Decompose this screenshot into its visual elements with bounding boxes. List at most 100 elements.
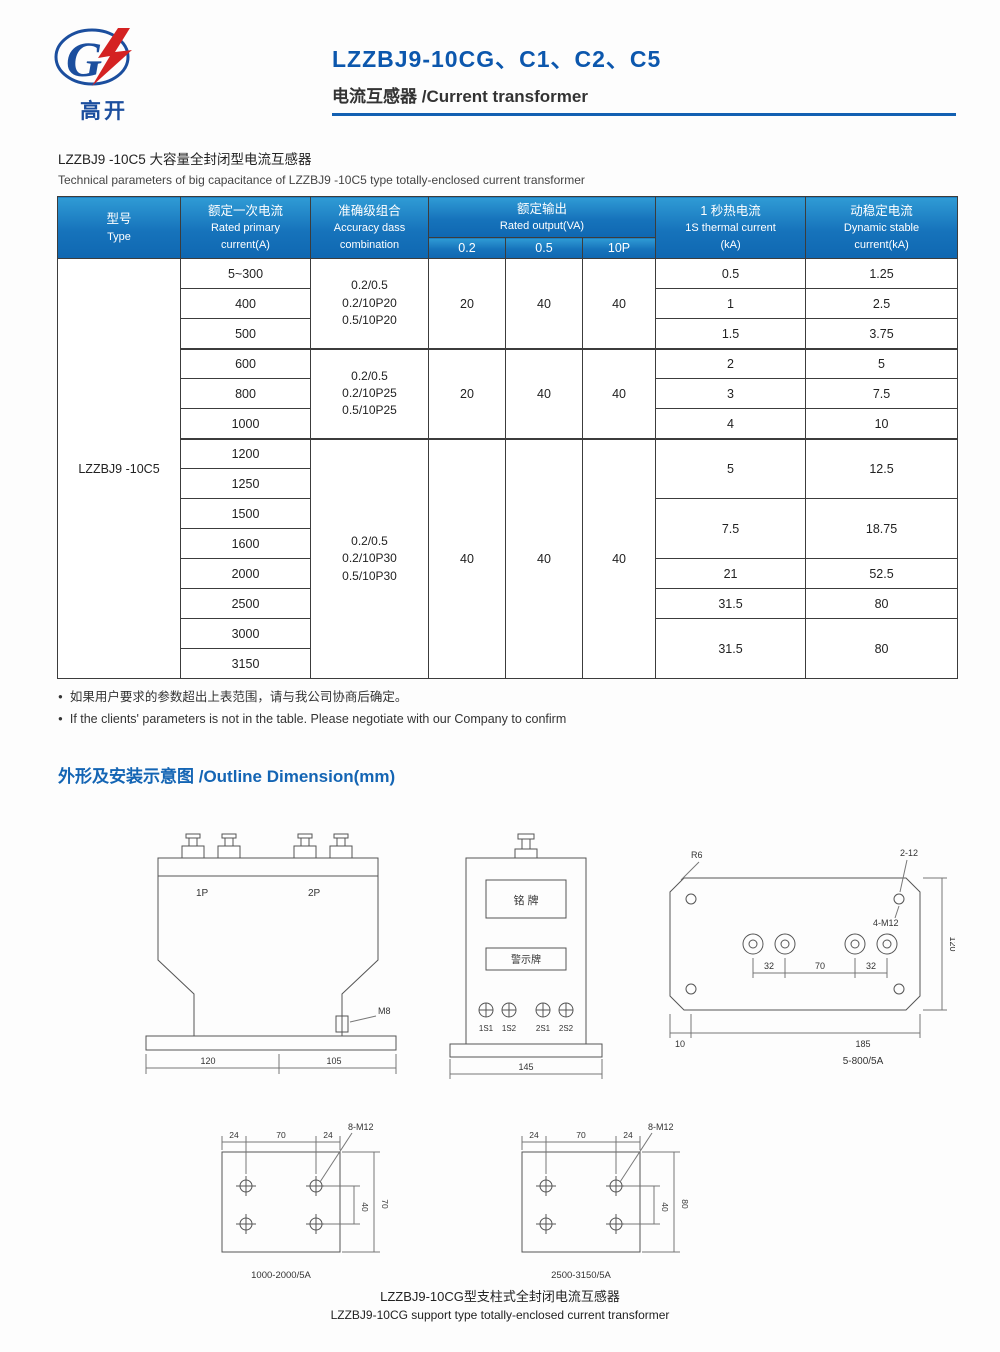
- cell-thermal: 1.5: [655, 318, 807, 350]
- dim-label-105: 105: [326, 1056, 341, 1066]
- logo-lightning-icon: [92, 28, 132, 86]
- dim-label-70v: 70: [380, 1199, 390, 1209]
- page-header: G 高开 LZZBJ9-10CG、C1、C2、C5 电流互感器 /Current…: [48, 26, 956, 136]
- dim-label-32a: 32: [764, 961, 774, 971]
- drawing-caption-cn: LZZBJ9-10CG型支柱式全封闭电流互感器: [380, 1289, 620, 1304]
- cell-accuracy-group1: 0.2/0.5 0.2/10P20 0.5/10P20: [310, 258, 429, 350]
- cell-current: 1600: [180, 528, 311, 560]
- page-subtitle: 电流互感器 /Current transformer: [332, 87, 588, 106]
- secondary-terminals: [478, 1002, 574, 1018]
- cell-current: 2000: [180, 558, 311, 590]
- logo-ellipse: [54, 28, 130, 86]
- cell-output-10p: 40: [581, 347, 657, 440]
- logo-company-name: 高开: [80, 100, 128, 123]
- cell-output-02: 40: [428, 437, 506, 680]
- top-dimension-lines: [521, 1136, 641, 1174]
- terminal-label-2s1: 2S1: [536, 1024, 551, 1033]
- hole-4-m12-leader: [894, 905, 900, 919]
- mounting-pattern-1-drawing: 24 70 24 8-M12 40 70 1000-2000/5A: [221, 1122, 390, 1281]
- col-header-primary-current: 额定一次电流 Rated primary current(A): [180, 195, 311, 260]
- outline-drawings: 1P 2P M8 120 105: [50, 800, 955, 1340]
- cell-current: 800: [180, 378, 311, 410]
- title-block: LZZBJ9-10CG、C1、C2、C5 电流互感器 /Current tran…: [332, 40, 956, 116]
- right-dimension-lines: [624, 1151, 680, 1253]
- dim-label-40: 40: [360, 1202, 370, 1212]
- acc-line: 0.5/10P30: [342, 568, 397, 583]
- plate-outline: [521, 1151, 641, 1253]
- cell-dynamic: 12.5: [805, 437, 959, 500]
- col-header-type: 型号 Type: [57, 195, 181, 260]
- hole-2-12-label: 2-12: [900, 848, 918, 858]
- intro-block: LZZBJ9 -10C5 大容量全封闭型电流互感器 Technical para…: [58, 148, 956, 187]
- cell-output-10p: 40: [581, 437, 657, 680]
- terminal-label-1p: 1P: [196, 888, 209, 899]
- hdr-text: 1 秒热电流: [700, 204, 761, 219]
- dim-label-24b: 24: [623, 1130, 633, 1140]
- hdr-text: 额定一次电流: [207, 204, 283, 219]
- terminal-label-2s2: 2S2: [559, 1024, 574, 1033]
- cell-dynamic: 52.5: [805, 558, 959, 590]
- company-logo: G 高开: [52, 26, 172, 125]
- acc-line: 0.2/10P30: [342, 551, 397, 566]
- terminal-label-1s1: 1S1: [479, 1024, 494, 1033]
- cell-thermal: 2: [655, 347, 807, 380]
- cell-current: 3000: [180, 618, 311, 650]
- col-header-rated-output: 额定输出 Rated output(VA): [427, 196, 657, 238]
- mount2-caption: 2500-3150/5A: [551, 1270, 611, 1281]
- cell-dynamic: 80: [805, 588, 959, 620]
- cell-output-05: 40: [505, 437, 583, 680]
- cell-accuracy-group2: 0.2/0.5 0.2/10P25 0.5/10P25: [310, 347, 429, 440]
- hdr-text: 额定输出: [517, 201, 568, 216]
- dim-label-185: 185: [855, 1039, 870, 1049]
- right-dimension-lines: [923, 877, 947, 1011]
- hdr-text: Type: [107, 230, 131, 243]
- terminal-label-2p: 2P: [308, 888, 321, 899]
- mounting-holes: [236, 1176, 326, 1234]
- col-header-thermal-current: 1 秒热电流 1S thermal current (kA): [655, 195, 807, 260]
- outline-section-title: 外形及安装示意图 /Outline Dimension(mm): [58, 767, 396, 786]
- dim-label-120: 120: [200, 1056, 215, 1066]
- cell-dynamic: 1.25: [805, 258, 959, 290]
- acc-line: 0.5/10P20: [342, 313, 397, 328]
- dim-label-145: 145: [518, 1062, 533, 1072]
- mount1-caption: 1000-2000/5A: [251, 1270, 311, 1281]
- hdr-text: Dynamic stable: [843, 222, 920, 235]
- cell-thermal: 21: [655, 558, 807, 590]
- base-plate-outline: [669, 877, 921, 1011]
- cell-current: 500: [180, 318, 311, 350]
- cell-current: 2500: [180, 588, 311, 620]
- cell-thermal: 31.5: [655, 588, 807, 620]
- hdr-text: 1S thermal current: [685, 222, 776, 235]
- cell-thermal: 0.5: [655, 258, 807, 290]
- col-header-0-2: 0.2: [428, 236, 506, 260]
- m8-label: M8: [378, 1006, 391, 1016]
- parameters-table: 型号 Type 额定一次电流 Rated primary current(A) …: [57, 195, 959, 680]
- front-view-drawing: 1P 2P M8 120 105: [145, 833, 397, 1074]
- cell-thermal: 7.5: [655, 498, 807, 560]
- cell-thermal: 1: [655, 288, 807, 320]
- cell-dynamic: 18.75: [805, 498, 959, 560]
- acc-line: 0.2/10P20: [342, 295, 397, 310]
- cell-current: 1200: [180, 437, 311, 470]
- drawing-caption-en: LZZBJ9-10CG support type totally-enclose…: [330, 1308, 670, 1322]
- logo-g-letter: G: [66, 31, 102, 87]
- hdr-text: current(A): [221, 238, 270, 251]
- cell-current: 1000: [180, 408, 311, 440]
- hole-2-12-leader: [899, 859, 908, 893]
- dim-label-70: 70: [576, 1130, 586, 1140]
- center-dimension-lines: [752, 958, 888, 978]
- dim-label-40: 40: [660, 1202, 670, 1212]
- body-outline: [145, 857, 397, 1051]
- hdr-text: Rated primary: [210, 222, 281, 235]
- cell-dynamic: 7.5: [805, 378, 959, 410]
- cell-thermal: 5: [655, 437, 807, 500]
- cell-current: 600: [180, 347, 311, 380]
- cell-current: 1500: [180, 498, 311, 530]
- nameplate-label: 铭 牌: [513, 893, 538, 907]
- cell-accuracy-group3: 0.2/0.5 0.2/10P30 0.5/10P30: [310, 437, 429, 680]
- col-header-10p: 10P: [581, 236, 657, 260]
- dim-label-10: 10: [675, 1039, 685, 1049]
- cell-thermal: 31.5: [655, 618, 807, 680]
- body-outline: [449, 857, 603, 1058]
- dimension-lines: [145, 1054, 397, 1074]
